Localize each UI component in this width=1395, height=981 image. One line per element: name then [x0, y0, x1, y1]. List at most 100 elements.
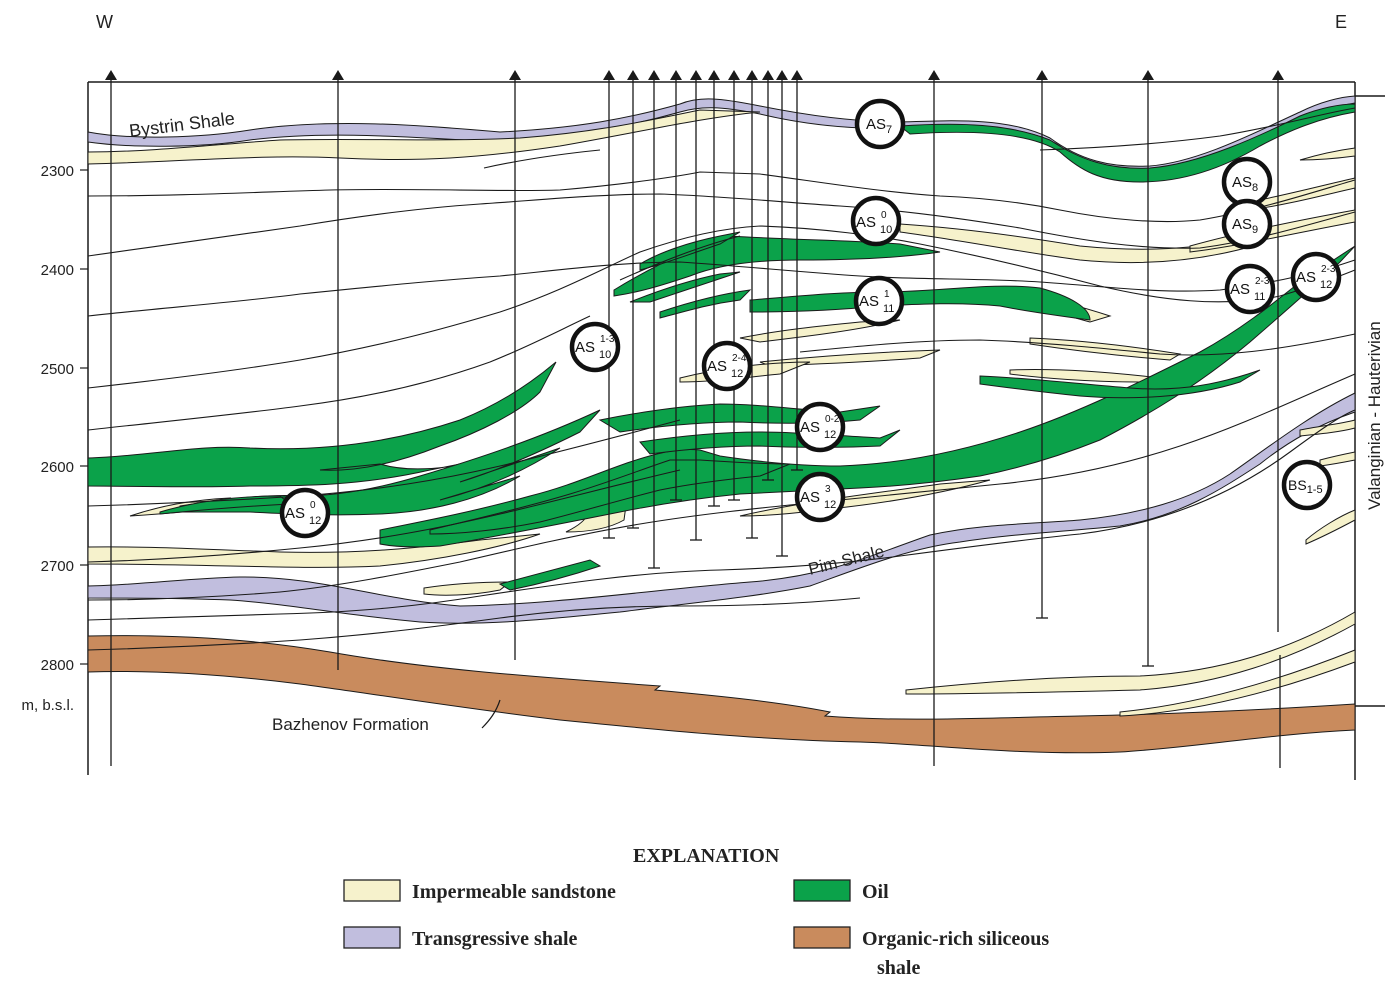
reservoir-base: AS: [575, 339, 595, 356]
well-triangle-icon: [1036, 70, 1048, 80]
well-triangle-icon: [603, 70, 615, 80]
reservoir-circle: [1290, 251, 1342, 303]
reservoir-sub: 12: [731, 368, 743, 380]
legend-swatch-oil: [793, 879, 851, 902]
bystrin-shale-layer: [87, 95, 1356, 175]
legend-swatch-organic-shale: [793, 926, 851, 949]
well-triangle-icon: [746, 70, 758, 80]
oil-body: [979, 369, 1261, 399]
well-triangle-icon: [670, 70, 682, 80]
oil-body: [639, 429, 901, 455]
reservoir-marker-as12-3: AS 3 12: [794, 471, 846, 523]
svg-text:BS1-5: BS1-5: [1288, 477, 1323, 496]
well-triangle-icon: [690, 70, 702, 80]
reservoir-marker-as11-1: AS 1 11: [853, 275, 905, 327]
depth-axis: [80, 169, 88, 665]
legend-swatch-shale: [343, 926, 401, 949]
reservoir-circle: [701, 340, 753, 392]
reservoir-sub: 11: [1254, 291, 1265, 303]
oil-body: [429, 459, 791, 535]
reservoir-marker-bs15: BS1-5: [1281, 459, 1333, 511]
svg-text:AS: AS: [707, 358, 727, 375]
reservoir-base: BS: [1288, 477, 1307, 493]
reservoir-circle: [794, 471, 846, 523]
wells: [110, 78, 1281, 768]
depth-tick-label: 2400: [41, 262, 74, 279]
reservoir-sub: 10: [880, 224, 892, 236]
reservoir-circle: [854, 98, 906, 150]
reservoir-circle: [794, 401, 846, 453]
legend-label-organic-shale: Organic-rich siliceous: [862, 928, 1049, 950]
reservoir-circle: [569, 321, 621, 373]
reservoir-sup: 2-3: [1255, 276, 1270, 287]
pim-shale-layer: [87, 392, 1356, 624]
well-triangle-icon: [509, 70, 521, 80]
reservoir-markers: AS7 AS8 AS9 AS 0 10 AS 1 11 AS 2-3 11: [279, 98, 1342, 539]
well-triangle-icon: [728, 70, 740, 80]
depth-tick-label: 2500: [41, 361, 74, 378]
bazhenov-formation-label: Bazhenov Formation: [272, 715, 429, 734]
reservoir-marker-as10-0: AS 0 10: [850, 195, 902, 247]
well-triangles: [105, 70, 1284, 80]
sandstone-body: [1299, 419, 1356, 437]
legend-title: EXPLANATION: [633, 845, 780, 867]
reservoir-base: AS: [800, 489, 820, 506]
reservoir-sub: 12: [824, 499, 836, 511]
reservoir-marker-as12-23-east: AS 2-3 12: [1290, 251, 1342, 303]
reservoir-marker-as12-24: AS 2-4 12: [701, 340, 753, 392]
svg-text:AS: AS: [800, 419, 820, 436]
reservoir-sub: 7: [886, 124, 892, 136]
reservoir-circle: [850, 195, 902, 247]
svg-text:AS9: AS9: [1232, 216, 1258, 236]
reservoir-base: AS: [1230, 281, 1250, 298]
reservoir-marker-as11-23: AS 2-3 11: [1224, 263, 1276, 315]
reservoir-base: AS: [285, 505, 305, 522]
svg-text:AS: AS: [1230, 281, 1250, 298]
well-triangle-icon: [928, 70, 940, 80]
reservoir-sup: 3: [825, 484, 831, 495]
reservoir-base: AS: [1232, 174, 1252, 191]
reservoir-marker-as12-02: AS 0-2 12: [794, 401, 846, 453]
legend-label-shale: Transgressive shale: [412, 928, 577, 950]
reservoir-marker-as8: AS8: [1221, 156, 1273, 208]
oil-body: [498, 559, 602, 591]
reservoir-base: AS: [1296, 269, 1316, 286]
reservoir-marker-as12-0: AS 0 12: [279, 487, 331, 539]
well-triangle-icon: [791, 70, 803, 80]
depth-unit-label: m, b.s.l.: [21, 697, 74, 714]
reservoir-base: AS: [856, 214, 876, 231]
sandstone-body: [1119, 649, 1356, 717]
well-triangle-icon: [1272, 70, 1284, 80]
reservoir-base: AS: [859, 293, 879, 310]
reservoir-base: AS: [1232, 216, 1252, 233]
well-triangle-icon: [627, 70, 639, 80]
well-triangle-icon: [1142, 70, 1154, 80]
reservoir-sup: 0: [881, 210, 887, 221]
legend-label-oil: Oil: [862, 881, 889, 903]
bazhenov-formation-layer: [87, 635, 1356, 754]
reservoir-sub: 8: [1252, 182, 1258, 194]
reservoir-circle: [279, 487, 331, 539]
reservoir-marker-as7: AS7: [854, 98, 906, 150]
reservoir-marker-as10-13: AS 1-3 10: [569, 321, 621, 373]
reservoir-sup: 0: [310, 500, 316, 511]
sandstone-body: [1299, 147, 1356, 161]
well-triangle-icon: [105, 70, 117, 80]
depth-tick-label: 2300: [41, 163, 74, 180]
reservoir-circle: [1221, 198, 1273, 250]
svg-text:AS: AS: [575, 339, 595, 356]
reservoir-sup: 0-2: [825, 414, 840, 425]
sandstone-body: [905, 611, 1356, 695]
depth-tick-label: 2700: [41, 558, 74, 575]
oil-body: [629, 271, 741, 303]
reservoir-sup: 1: [884, 289, 890, 300]
reservoir-base: AS: [800, 419, 820, 436]
well-triangle-icon: [762, 70, 774, 80]
svg-text:AS8: AS8: [1232, 174, 1258, 194]
well-triangle-icon: [776, 70, 788, 80]
bazhenov-leader-line: [481, 699, 501, 729]
reservoir-sub: 12: [309, 515, 321, 527]
well-triangle-icon: [332, 70, 344, 80]
reservoir-sub: 12: [824, 429, 836, 441]
